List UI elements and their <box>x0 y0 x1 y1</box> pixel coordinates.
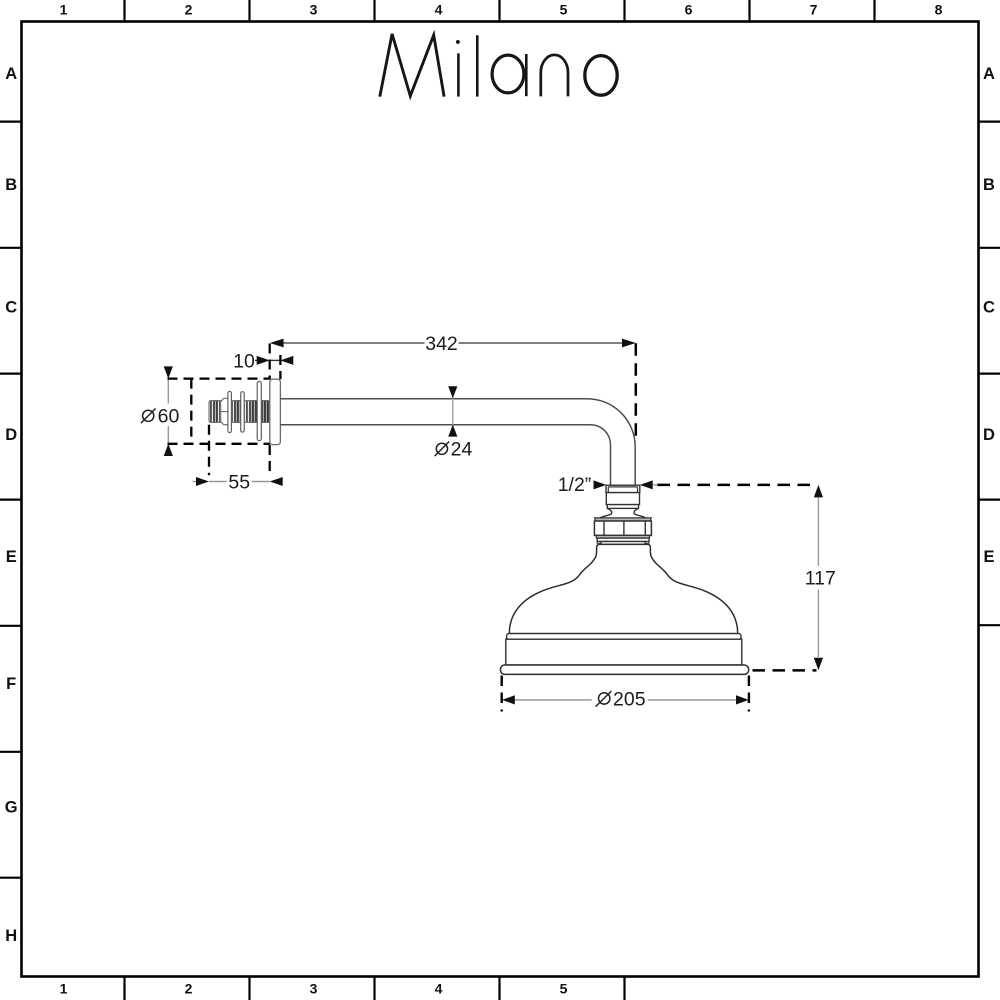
svg-text:342: 342 <box>425 333 458 355</box>
svg-text:D: D <box>5 426 17 444</box>
svg-text:1: 1 <box>60 981 68 997</box>
svg-text:8: 8 <box>935 2 943 18</box>
svg-text:205: 205 <box>613 689 646 711</box>
svg-text:1: 1 <box>60 2 68 18</box>
svg-text:4: 4 <box>435 981 443 997</box>
svg-text:3: 3 <box>310 981 318 997</box>
svg-text:2: 2 <box>185 2 193 18</box>
svg-text:B: B <box>983 176 995 194</box>
svg-text:E: E <box>6 548 17 566</box>
svg-text:C: C <box>983 299 995 317</box>
svg-text:60: 60 <box>158 406 180 428</box>
svg-text:6: 6 <box>685 2 693 18</box>
svg-text:F: F <box>6 675 16 693</box>
svg-text:7: 7 <box>810 2 818 18</box>
svg-text:A: A <box>983 65 995 83</box>
svg-text:2: 2 <box>185 981 193 997</box>
svg-text:117: 117 <box>805 568 836 590</box>
svg-text:55: 55 <box>228 472 250 494</box>
svg-text:A: A <box>5 65 17 83</box>
svg-text:G: G <box>5 799 18 817</box>
svg-text:B: B <box>5 176 17 194</box>
svg-text:5: 5 <box>560 2 568 18</box>
svg-text:24: 24 <box>451 439 473 461</box>
svg-text:E: E <box>983 548 994 566</box>
svg-text:H: H <box>5 927 17 945</box>
svg-text:5: 5 <box>560 981 568 997</box>
svg-text:D: D <box>983 426 995 444</box>
svg-text:C: C <box>5 299 17 317</box>
svg-text:4: 4 <box>435 2 443 18</box>
svg-text:10: 10 <box>233 351 255 373</box>
svg-text:1/2”: 1/2” <box>558 474 592 496</box>
svg-text:3: 3 <box>310 2 318 18</box>
